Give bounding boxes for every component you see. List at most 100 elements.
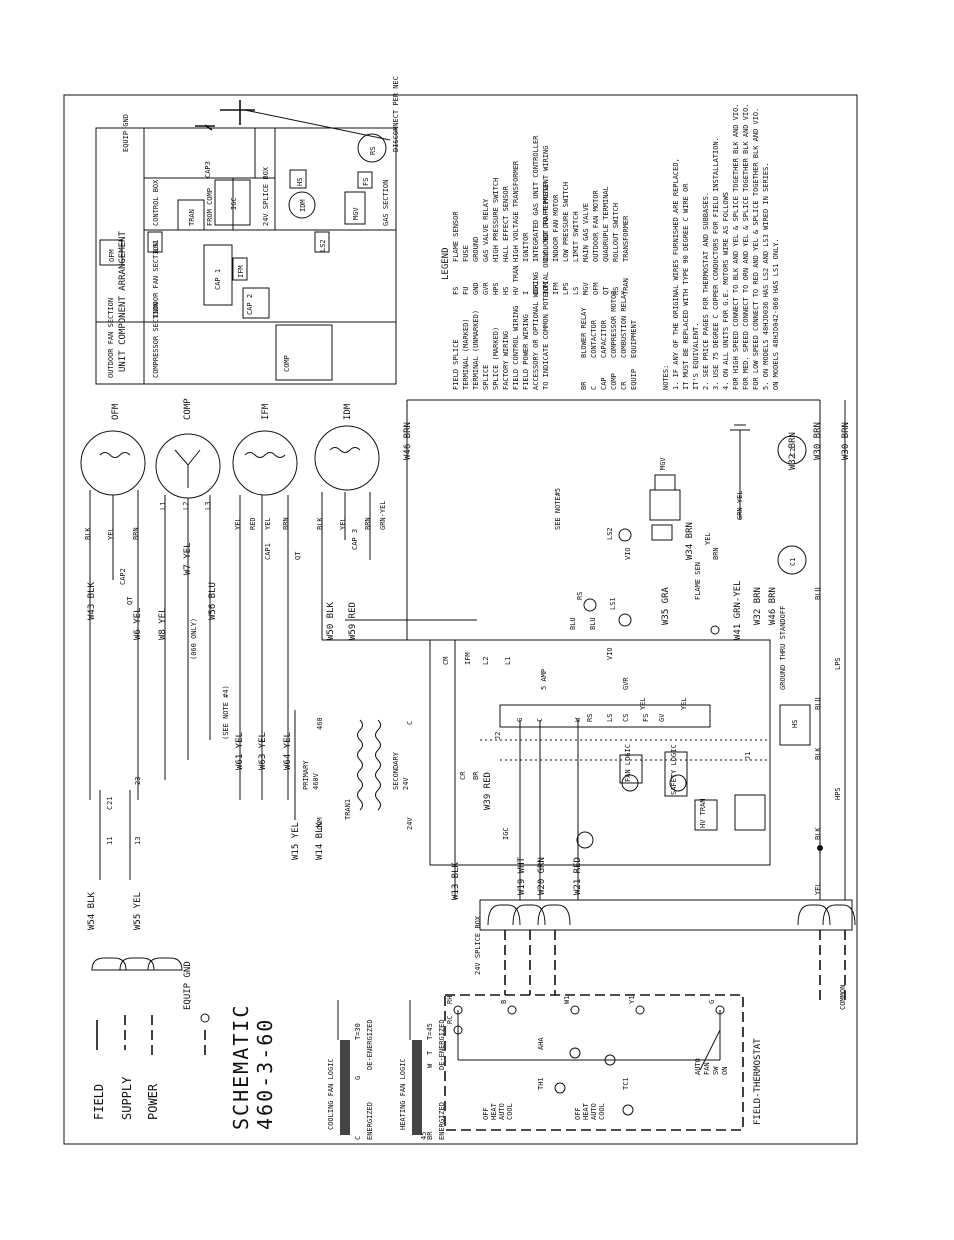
wire-label-w39: W39 RED [483,772,493,810]
cool-sw-0: OFF [574,1107,582,1120]
tstat-terminal-1: RH [446,996,454,1004]
ofm-label: OFM [111,403,121,420]
legend-abbr-mid-0: FS [452,287,460,295]
heating-45: 45 [420,1132,428,1140]
legend-abbr-right-5: OFM [592,282,600,295]
legend-symbol-1: TERMINAL (MARKED) [462,318,470,390]
comp-yel-1: YEL [814,882,822,895]
wire-label-w59: W59 RED [348,602,358,640]
comp-lead-0: L1 [159,502,167,510]
arr-idm: IDM [299,199,307,212]
comp-blu-4: BLU [589,617,597,630]
legend-abbr-mid-1: FU [462,287,470,295]
igc-term-11: W [574,717,582,722]
legend-desc-right-7: ROLLOUT SWITCH [612,203,620,262]
heating-bar [412,1040,422,1135]
fan-sw-0: AUTO [694,1058,702,1075]
wire-label-w32a: W32 BRN [753,587,763,625]
comp-igc: IGC [502,827,510,840]
legend-symbol-6: FIELD CONTROL WIRING [512,306,520,390]
comp-j2: J2 [494,732,502,740]
heat-sw-0: OFF [482,1107,490,1120]
heat-sw-2: AUTO [498,1103,506,1120]
comp-yel-4: YEL [680,697,688,710]
comp-ls2: LS2 [606,527,614,540]
arr-fs: FS [362,178,370,186]
comp-hv-tran: HV TRAN [699,798,707,828]
igc-term-9: G [516,718,524,722]
comp-t11: 11 [106,837,114,845]
legend-abbr-mid-4: HPS [492,282,500,295]
comp-primary: PRIMARY [302,760,310,790]
legend-symbol-9: TO INDICATE COMMON POTENTIAL ONLY. NOT T… [542,146,550,390]
legend-desc-left-5: EQUIPMENT [630,319,638,358]
wire-label-w63: W63 YEL [258,732,268,770]
legend-desc-left-3: COMPRESSOR MOTOR [610,290,618,358]
wire-label-w20: W20 GRN [537,857,547,895]
comp-rs: RS [576,592,584,600]
igc-term-3: L1 [504,657,512,665]
comp-qt-2: QT [294,551,302,560]
idm-lead-3: GRN-YEL [379,500,387,530]
ifm-lead-1: RED [249,517,257,530]
cooling-de-energized: DE-ENERGIZED [366,1019,374,1070]
supply-label: SUPPLY [120,1076,134,1120]
heating-br: BR [426,1131,434,1140]
legend-desc-mid-8: INTEGRATED GAS UNIT CONTROLLER [532,135,540,262]
legend-abbr-left-0: BR [580,381,588,390]
arr-cap1: CAP 1 [214,269,222,290]
comp-lead-1: L2 [182,502,190,510]
comp-lps: LPS [834,657,842,670]
legend-desc-mid-6: HIGH VOLTAGE TRANSFORMER [512,160,520,262]
igc-term-1: IFM [464,652,472,665]
comp-fan-logic: FAN LOGIC [624,744,632,782]
equip-gnd-label: EQUIP GND [183,961,193,1010]
cooling-t30: T=30 [354,1023,362,1040]
cooling-energized: ENERGIZED [366,1102,374,1140]
comp-hs: HS [791,720,799,728]
comp-cap3: CAP 3 [351,529,359,550]
legend-abbr-right-3: LS [572,287,580,295]
comp-t24v: 24V [406,817,414,830]
tstat-terminal-3: W1 [563,996,571,1004]
heating-de-energized: DE-ENERGIZED [438,1019,446,1070]
comp-hps: HPS [834,787,842,800]
compressor-label: COMPRESSOR SECTION [152,302,160,378]
legend-abbr-right-6: QT [602,286,610,295]
legend-desc-left-0: BLOWER RELAY [580,307,588,358]
wire-label-w43: W43 BLK [87,581,97,620]
disconnect-label: DISCONNECT PER NEC [392,76,400,152]
wire-label-w21: W21 RED [573,857,583,895]
arr-mgv: MGV [352,207,360,220]
arr-cap3: CAP3 [204,161,212,178]
note-line-3: 2. SEE PRICE PAGES FOR THERMOSTAT AND SU… [702,192,710,390]
idm-label: IDM [343,403,353,420]
legend-desc-mid-0: FLAME SENSOR [452,211,460,262]
comp-yel-3: YEL [639,697,647,710]
idm-lead-0: BLK [316,517,324,530]
comp-qt-1: QT [126,596,134,605]
wire-label-w64: W64 YEL [283,732,293,770]
legend-desc-right-4: MAIN GAS VALVE [582,203,590,262]
schematic-title-1: SCHEMATIC [229,1004,253,1130]
legend-abbr-mid-3: GVR [482,282,490,295]
comp-only060: (060 ONLY) [190,618,198,660]
fan-sw-2: SW [712,1066,720,1075]
cooling-fan-logic-title: COOLING FAN LOGIC [327,1058,335,1130]
wire-label-w7: W7 YEL [183,542,193,575]
comp-br: BR [472,771,480,780]
legend-desc-mid-7: IGNITOR [522,232,530,262]
arr-igc: IGC [230,197,238,210]
legend-desc-left-4: COMBUSTION RELAY [620,290,628,358]
legend-symbol-7: FIELD POWER WIRING [522,314,530,390]
ifm-label: IFM [261,403,271,420]
ofm-lead-2: BRN [132,527,140,540]
comp-t13: 13 [134,837,142,845]
wiring [89,399,856,1000]
legend-abbr-left-4: CR [620,381,628,390]
arr-ifm: IFM [237,265,245,278]
legend-abbr-mid-7: I [522,291,530,295]
arr-from-comp: FROM COMP [206,188,214,226]
comp-splice-box-label: 24V SPLICE BOX [474,915,482,975]
legend-desc-right-2: LOW PRESSURE SWITCH [562,182,570,262]
